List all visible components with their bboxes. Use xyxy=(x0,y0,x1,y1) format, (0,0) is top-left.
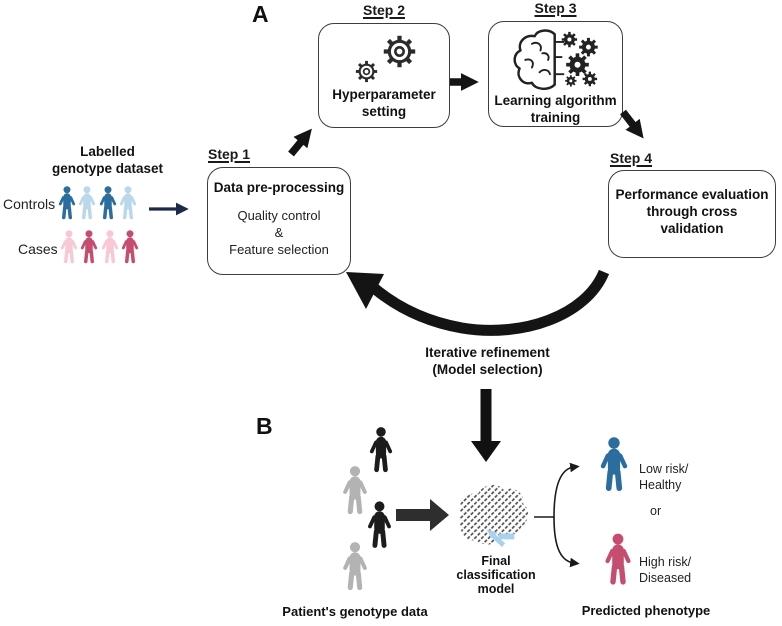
person-icon xyxy=(99,227,121,267)
step3-box: Learning algorithm training xyxy=(488,21,623,127)
panel-b-label: B xyxy=(256,413,273,439)
person-icon xyxy=(596,436,632,493)
high-risk-caption: High risk/ Diseased xyxy=(639,555,692,585)
person-icon xyxy=(119,227,141,267)
person-icon xyxy=(56,183,78,223)
cases-label: Cases xyxy=(18,241,58,257)
patients-caption: Patient's genotype data xyxy=(282,604,428,619)
step1-box: Data pre-processing Quality control & Fe… xyxy=(207,167,351,275)
iteration-caption: Iterative refinement (Model selection) xyxy=(425,345,550,377)
step4-box: Performance evaluation through cross val… xyxy=(608,170,776,258)
low-risk-caption: Low risk/ Healthy xyxy=(639,462,689,492)
dataset-title: Labelled genotype dataset xyxy=(51,144,164,176)
person-icon xyxy=(117,183,139,223)
gears-icon xyxy=(354,31,429,84)
person-icon xyxy=(339,538,371,595)
step1-label: Step 1 xyxy=(208,146,251,162)
person-icon xyxy=(97,183,119,223)
panel-a-to-b-arrow xyxy=(471,389,501,462)
step1-title: Data pre-processing xyxy=(213,180,345,195)
step3-label: Step 3 xyxy=(534,0,577,16)
person-icon xyxy=(601,530,635,589)
person-icon xyxy=(58,227,80,267)
step2-box: Hyperparameter setting xyxy=(318,23,450,128)
person-icon xyxy=(78,227,100,267)
brain-highlight xyxy=(487,529,515,547)
cases-people-row xyxy=(58,227,141,272)
or-label: or xyxy=(650,504,662,518)
dataset-to-step1-arrow xyxy=(149,202,189,216)
step2-to-step3-arrow xyxy=(450,72,479,92)
patients-to-model-arrow xyxy=(396,499,449,531)
person-icon xyxy=(76,183,98,223)
panel-a-label: A xyxy=(252,1,269,27)
model-caption: Final classification model xyxy=(456,554,536,596)
step1-to-step2-arrow xyxy=(288,128,312,157)
brain-circuit-icon xyxy=(459,484,528,547)
predicted-phenotype-caption: Predicted phenotype xyxy=(581,603,711,618)
brain-gears-icon xyxy=(513,29,600,90)
step3-to-step4-arrow xyxy=(620,109,644,139)
model-to-outcomes-branch xyxy=(534,462,580,568)
controls-label: Controls xyxy=(3,196,56,212)
controls-people-row xyxy=(56,183,139,228)
step4-label: Step 4 xyxy=(610,150,653,166)
iterative-refinement-arrow xyxy=(346,269,610,336)
step2-label: Step 2 xyxy=(362,2,405,18)
